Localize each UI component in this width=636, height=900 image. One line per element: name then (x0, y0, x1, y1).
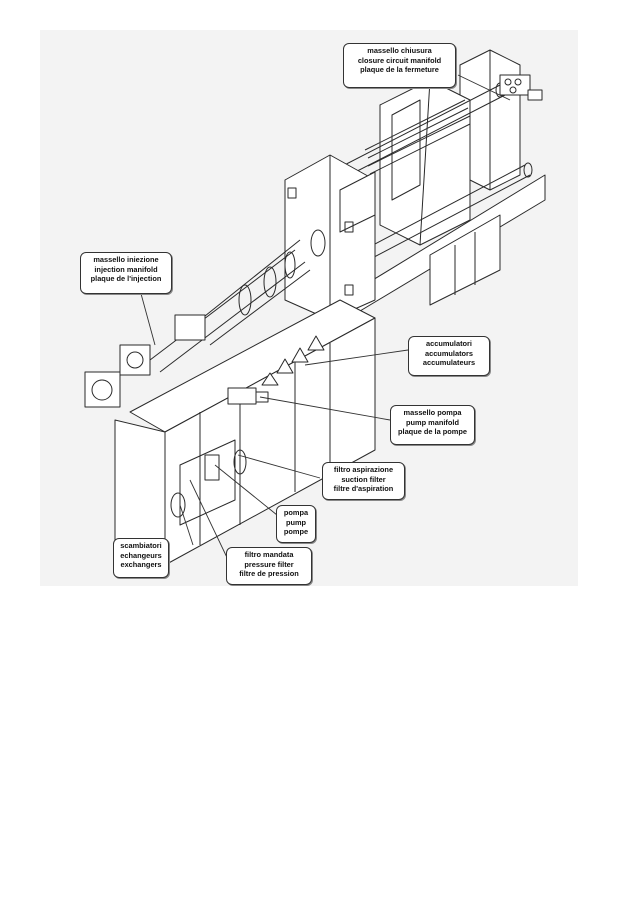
label-en: echangeurs (120, 550, 162, 560)
label-fr: pompe (283, 527, 309, 537)
callout-pressure-filter: filtro mandata pressure filter filtre de… (226, 547, 312, 585)
diagram-panel: massello chiusura closure circuit manifo… (40, 30, 578, 586)
label-en: accumulators (424, 348, 474, 358)
label-it: massello chiusura (367, 46, 432, 55)
label-it: filtro aspirazione (333, 465, 394, 474)
callout-pump: pompa pump pompe (276, 505, 316, 543)
label-en: pump (285, 517, 307, 527)
machine-drawing (84, 49, 546, 573)
label-fr: exchangers (120, 560, 162, 570)
label-en: pressure filter (244, 559, 294, 569)
label-fr: accumulateurs (422, 358, 476, 368)
label-it: accumulatori (425, 339, 472, 348)
label-en: closure circuit manifold (357, 55, 442, 65)
label-it: filtro mandata (244, 550, 294, 559)
callout-exchangers: scambiatori echangeurs exchangers (113, 538, 169, 578)
label-fr: filtre d'aspiration (333, 484, 394, 494)
callout-pump-manifold: massello pompa pump manifold plaque de l… (390, 405, 475, 445)
label-en: injection manifold (94, 264, 158, 274)
label-it: scambiatori (120, 541, 162, 550)
label-it: massello pompa (403, 408, 462, 417)
label-fr: plaque de l'injection (90, 274, 162, 284)
label-it: massello iniezione (93, 255, 159, 264)
callout-accumulators: accumulatori accumulators accumulateurs (408, 336, 490, 376)
label-en: pump manifold (406, 417, 459, 427)
callout-injection-manifold: massello iniezione injection manifold pl… (80, 252, 172, 294)
label-it: pompa (283, 508, 309, 517)
label-fr: plaque de la pompe (398, 427, 467, 437)
label-fr: filtre de pression (239, 569, 299, 579)
label-en: suction filter (341, 474, 386, 484)
callout-suction-filter: filtro aspirazione suction filter filtre… (322, 462, 405, 500)
callout-closure-manifold: massello chiusura closure circuit manifo… (343, 43, 456, 88)
label-fr: plaque de la fermeture (360, 65, 439, 75)
